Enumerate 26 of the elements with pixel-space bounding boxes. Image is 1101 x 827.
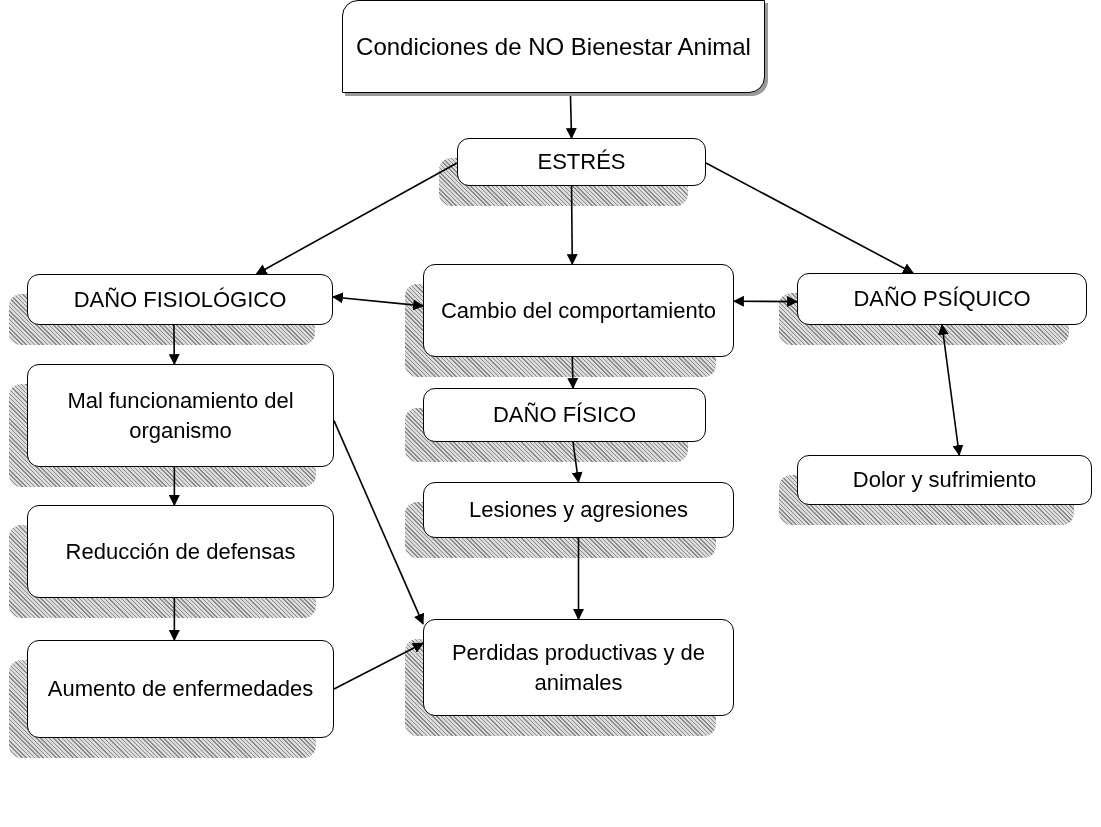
arrow — [168, 324, 180, 366]
process-box: Aumento de enfermedades — [27, 640, 334, 738]
process-box: ESTRÉS — [457, 138, 706, 186]
process-box: DAÑO FISIOLÓGICO — [27, 274, 333, 325]
arrow — [333, 642, 424, 690]
arrow — [567, 356, 579, 390]
process-box: DAÑO PSÍQUICO — [797, 273, 1087, 325]
arrow — [331, 292, 425, 311]
process-box: Reducción de defensas — [27, 505, 334, 598]
process-box: Perdidas productivas y de animales — [423, 619, 734, 716]
arrow — [571, 441, 583, 484]
arrow — [168, 466, 180, 507]
process-box: DAÑO FÍSICO — [423, 388, 706, 442]
arrow — [705, 162, 914, 274]
arrow — [732, 295, 799, 308]
arrow — [937, 323, 964, 457]
arrow — [566, 185, 578, 266]
process-box: Mal funcionamiento del organismo — [27, 364, 334, 467]
process-box: Cambio del comportamiento — [423, 264, 734, 357]
arrow — [168, 597, 180, 642]
arrow — [333, 419, 425, 625]
arrow — [255, 162, 458, 275]
title-box: Condiciones de NO Bienestar Animal — [342, 0, 765, 93]
process-box: Lesiones y agresiones — [423, 482, 734, 538]
process-box: Dolor y sufrimiento — [797, 455, 1092, 505]
arrow — [573, 537, 584, 621]
